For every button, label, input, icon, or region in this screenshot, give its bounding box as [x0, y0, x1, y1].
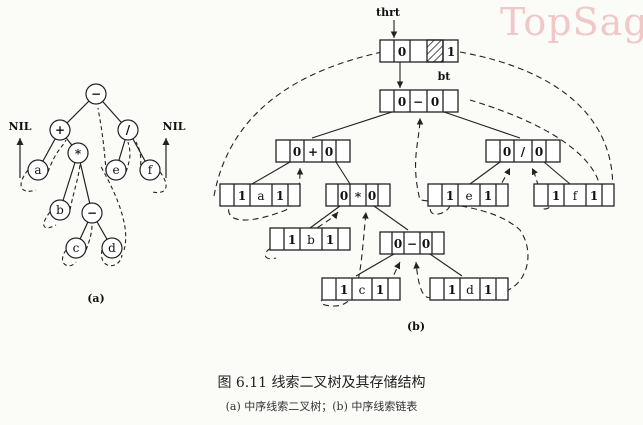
threaded-tree-figure: − + / a * e f b − c d NIL NIL (a): [9, 6, 615, 333]
root-data: −: [413, 95, 423, 109]
tree-a: [16, 83, 170, 267]
div-data: /: [521, 145, 526, 159]
plus-ltag: 0: [293, 145, 301, 159]
tree-b-boxes: [219, 39, 615, 301]
bt-label: bt: [438, 70, 452, 83]
figure-caption: 图 6.11 线索二叉树及其存储结构: [217, 375, 426, 391]
root-rtag: 0: [431, 95, 439, 109]
d-data: d: [466, 283, 474, 297]
a-rtag: 1: [276, 189, 284, 203]
a-ltag: 1: [238, 189, 246, 203]
node-a: a: [34, 163, 41, 177]
star-rtag: 0: [368, 189, 376, 203]
tree-b-edges: [251, 20, 571, 277]
node-plus: +: [55, 123, 65, 137]
f-ltag: 1: [552, 189, 560, 203]
thrt-label: thrt: [376, 6, 401, 19]
head-rtag: 1: [447, 45, 455, 59]
c-data: c: [359, 283, 366, 297]
nil-left-label: NIL: [9, 120, 32, 133]
figure-a-label: (a): [87, 292, 105, 305]
node-root: −: [91, 87, 101, 101]
node-d: d: [108, 241, 116, 255]
figure-b-label: (b): [407, 320, 425, 333]
c-ltag: 1: [340, 283, 348, 297]
node-div: /: [126, 123, 131, 137]
root-ltag: 0: [398, 95, 406, 109]
e-ltag: 1: [446, 189, 454, 203]
e-rtag: 1: [484, 189, 492, 203]
div-ltag: 0: [503, 145, 511, 159]
f-data: f: [573, 189, 579, 203]
tree-a-labels: − + / a * e f b − c d NIL NIL (a): [9, 87, 186, 305]
node-star: *: [75, 147, 82, 161]
e-data: e: [465, 189, 472, 203]
minus-rtag: 0: [422, 237, 430, 251]
c-rtag: 1: [376, 283, 384, 297]
b-data: b: [307, 233, 315, 247]
div-rtag: 0: [535, 145, 543, 159]
d-ltag: 1: [448, 283, 456, 297]
tree-b-labels: 0 1 0 − 0 0 + 0 0 / 0 1 a 1 0 * 0 1 e 1 …: [238, 6, 598, 333]
f-rtag: 1: [590, 189, 598, 203]
node-minus: −: [87, 206, 97, 220]
nil-right-label: NIL: [163, 120, 186, 133]
node-c: c: [73, 241, 80, 255]
node-e: e: [112, 163, 119, 177]
node-f: f: [148, 163, 154, 177]
minus-data: −: [407, 237, 417, 251]
tree-b-threads: [213, 51, 614, 307]
node-b: b: [56, 203, 64, 217]
a-data: a: [257, 189, 264, 203]
minus-ltag: 0: [394, 237, 402, 251]
figure-subcaption: (a) 中序线索二叉树；(b) 中序线索链表: [225, 400, 418, 413]
b-rtag: 1: [326, 233, 334, 247]
d-rtag: 1: [484, 283, 492, 297]
b-ltag: 1: [288, 233, 296, 247]
star-data: *: [355, 190, 362, 204]
plus-data: +: [308, 145, 318, 159]
watermark-text: TopSag: [500, 0, 643, 44]
star-ltag: 0: [340, 189, 348, 203]
head-ltag: 0: [398, 45, 406, 59]
plus-rtag: 0: [325, 145, 333, 159]
